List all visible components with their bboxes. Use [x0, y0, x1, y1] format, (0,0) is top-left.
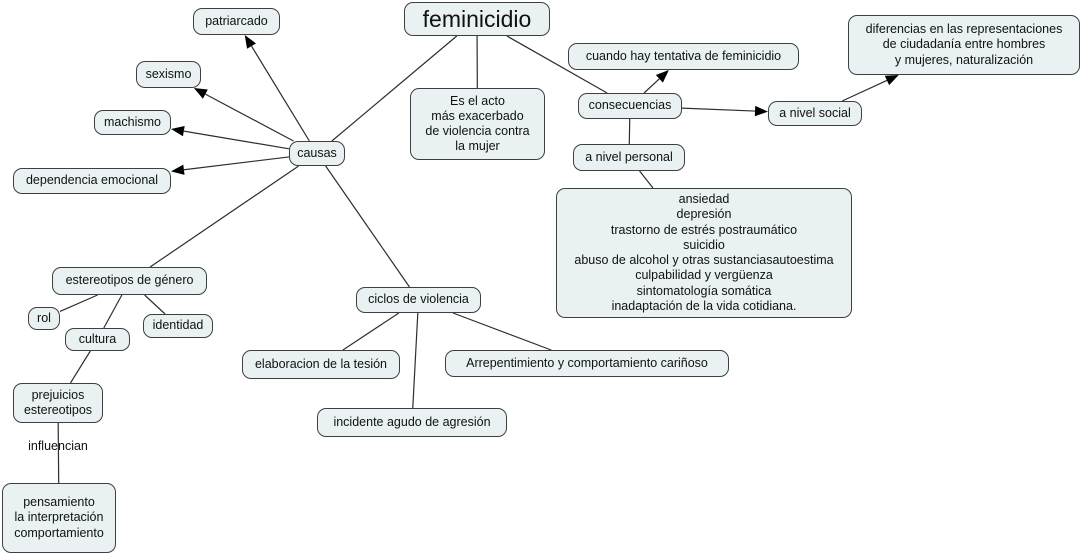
- node-cuando-hay-tentativa[interactable]: cuando hay tentativa de feminicidio: [568, 43, 799, 70]
- arrowhead-consecuencias-cuando-hay-tentativa: [655, 70, 669, 83]
- edge-causas-patriarcado: [250, 45, 310, 142]
- node-consecuencias[interactable]: consecuencias: [578, 93, 682, 119]
- edge-ciclos-de-violencia-arrepentimiento: [452, 312, 552, 351]
- node-causas[interactable]: causas: [289, 141, 345, 166]
- node-definicion[interactable]: Es el acto más exacerbado de violencia c…: [410, 88, 545, 160]
- arrowhead-causas-sexismo: [193, 88, 208, 99]
- edge-a-nivel-social-diferencias-representaciones: [841, 79, 888, 102]
- edge-a-nivel-personal-consecuencias-personales: [639, 170, 654, 189]
- edge-causas-ciclos-de-violencia: [325, 165, 410, 288]
- edge-estereotipos-de-genero-rol: [59, 294, 98, 313]
- edge-ciclos-de-violencia-incidente-agudo: [412, 312, 419, 409]
- edge-estereotipos-de-genero-identidad: [144, 294, 166, 315]
- edge-estereotipos-de-genero-cultura: [103, 294, 123, 329]
- edge-consecuencias-cuando-hay-tentativa: [643, 78, 660, 94]
- node-estereotipos-de-genero[interactable]: estereotipos de género: [52, 267, 207, 295]
- edge-feminicidio-causas: [331, 35, 458, 142]
- node-feminicidio[interactable]: feminicidio: [404, 2, 550, 36]
- node-a-nivel-personal[interactable]: a nivel personal: [573, 144, 685, 171]
- edge-ciclos-de-violencia-elaboracion-tension: [342, 312, 400, 351]
- edge-causas-sexismo: [205, 93, 294, 142]
- node-pensamiento[interactable]: pensamiento la interpretación comportami…: [2, 483, 116, 553]
- edge-causas-dependencia-emocional: [183, 156, 290, 171]
- node-cultura[interactable]: cultura: [65, 328, 130, 351]
- node-consecuencias-personales[interactable]: ansiedad depresión trastorno de estrés p…: [556, 188, 852, 318]
- edge-feminicidio-consecuencias: [506, 35, 608, 94]
- node-rol[interactable]: rol: [28, 307, 60, 330]
- node-patriarcado[interactable]: patriarcado: [193, 8, 280, 35]
- node-diferencias-representaciones[interactable]: diferencias en las representaciones de c…: [848, 15, 1080, 75]
- edge-causas-estereotipos-de-genero: [149, 165, 299, 268]
- node-prejuicios-estereotipos[interactable]: prejuicios estereotipos: [13, 383, 103, 423]
- node-sexismo[interactable]: sexismo: [136, 61, 201, 88]
- arrowhead-causas-patriarcado: [244, 35, 256, 49]
- arrowhead-a-nivel-social-diferencias-representaciones: [884, 75, 899, 86]
- node-arrepentimiento[interactable]: Arrepentimiento y comportamiento cariños…: [445, 350, 729, 377]
- node-ciclos-de-violencia[interactable]: ciclos de violencia: [356, 287, 481, 313]
- arrowhead-consecuencias-a-nivel-social: [754, 105, 768, 117]
- node-a-nivel-social[interactable]: a nivel social: [768, 101, 862, 126]
- edge-consecuencias-a-nivel-social: [681, 107, 756, 112]
- edge-causas-machismo: [183, 130, 290, 150]
- arrowhead-causas-dependencia-emocional: [171, 164, 185, 175]
- node-dependencia-emocional[interactable]: dependencia emocional: [13, 168, 171, 194]
- node-machismo[interactable]: machismo: [94, 110, 171, 135]
- arrowhead-causas-machismo: [171, 125, 185, 137]
- node-incidente-agudo[interactable]: incidente agudo de agresión: [317, 408, 507, 437]
- edge-cultura-prejuicios-estereotipos: [69, 350, 91, 384]
- node-elaboracion-tension[interactable]: elaboracion de la tesión: [242, 350, 400, 379]
- node-influencian[interactable]: influencian: [28, 438, 88, 453]
- edge-prejuicios-estereotipos-pensamiento: [57, 422, 60, 484]
- node-identidad[interactable]: identidad: [143, 314, 213, 338]
